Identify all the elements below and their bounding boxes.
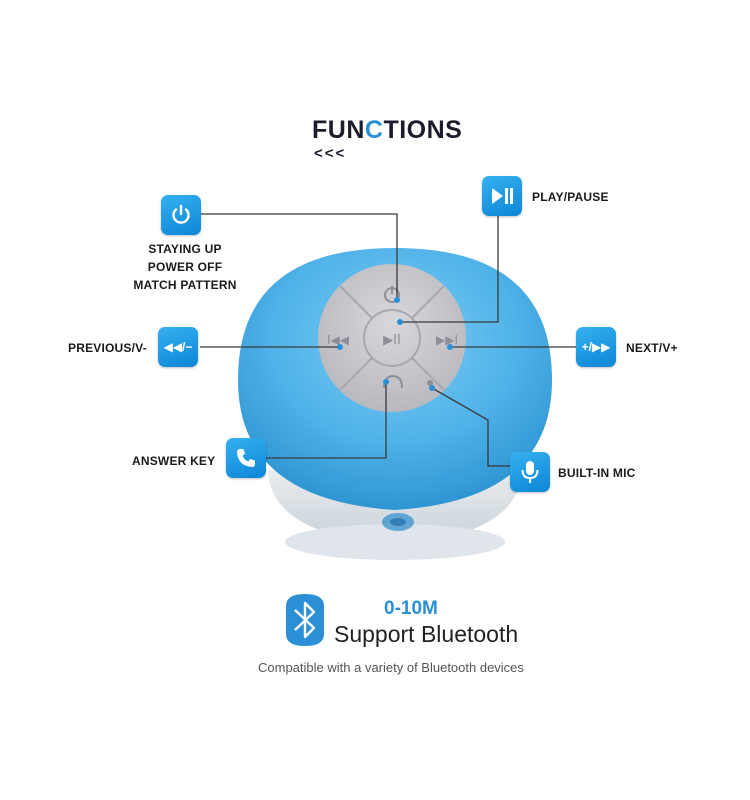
chevrons-decoration: <<< bbox=[314, 145, 347, 162]
svg-text:▶II: ▶II bbox=[383, 333, 401, 348]
svg-text:I◀◀: I◀◀ bbox=[327, 333, 350, 347]
play-pause-icon bbox=[482, 176, 522, 216]
bluetooth-caption: Compatible with a variety of Bluetooth d… bbox=[258, 660, 524, 675]
svg-text:▶▶I: ▶▶I bbox=[436, 333, 458, 347]
bluetooth-range: 0-10M bbox=[384, 598, 438, 619]
power-icon bbox=[161, 195, 201, 235]
suction-cup-rim bbox=[285, 524, 505, 560]
connector-answer bbox=[266, 382, 387, 459]
answer-key-label: ANSWER KEY bbox=[132, 454, 216, 468]
fast-forward-icon: +/▶▶ bbox=[576, 327, 616, 367]
mic-label: BUILT-IN MIC bbox=[558, 466, 636, 480]
rewind-icon: ◀◀/− bbox=[158, 327, 198, 367]
next-label: NEXT/V+ bbox=[626, 341, 678, 355]
power-label: STAYING UP POWER OFF MATCH PATTERN bbox=[133, 242, 237, 292]
bluetooth-icon bbox=[286, 594, 324, 646]
microphone-icon bbox=[510, 452, 550, 492]
phone-icon bbox=[226, 438, 266, 478]
connector-power bbox=[200, 213, 398, 300]
bluetooth-support-text: Support Bluetooth bbox=[334, 621, 519, 647]
play-pause-label: PLAY/PAUSE bbox=[532, 190, 609, 204]
previous-label: PREVIOUS/V- bbox=[68, 341, 147, 355]
connector-mic bbox=[431, 387, 510, 467]
page-title: FUNCTIONS bbox=[312, 116, 463, 144]
